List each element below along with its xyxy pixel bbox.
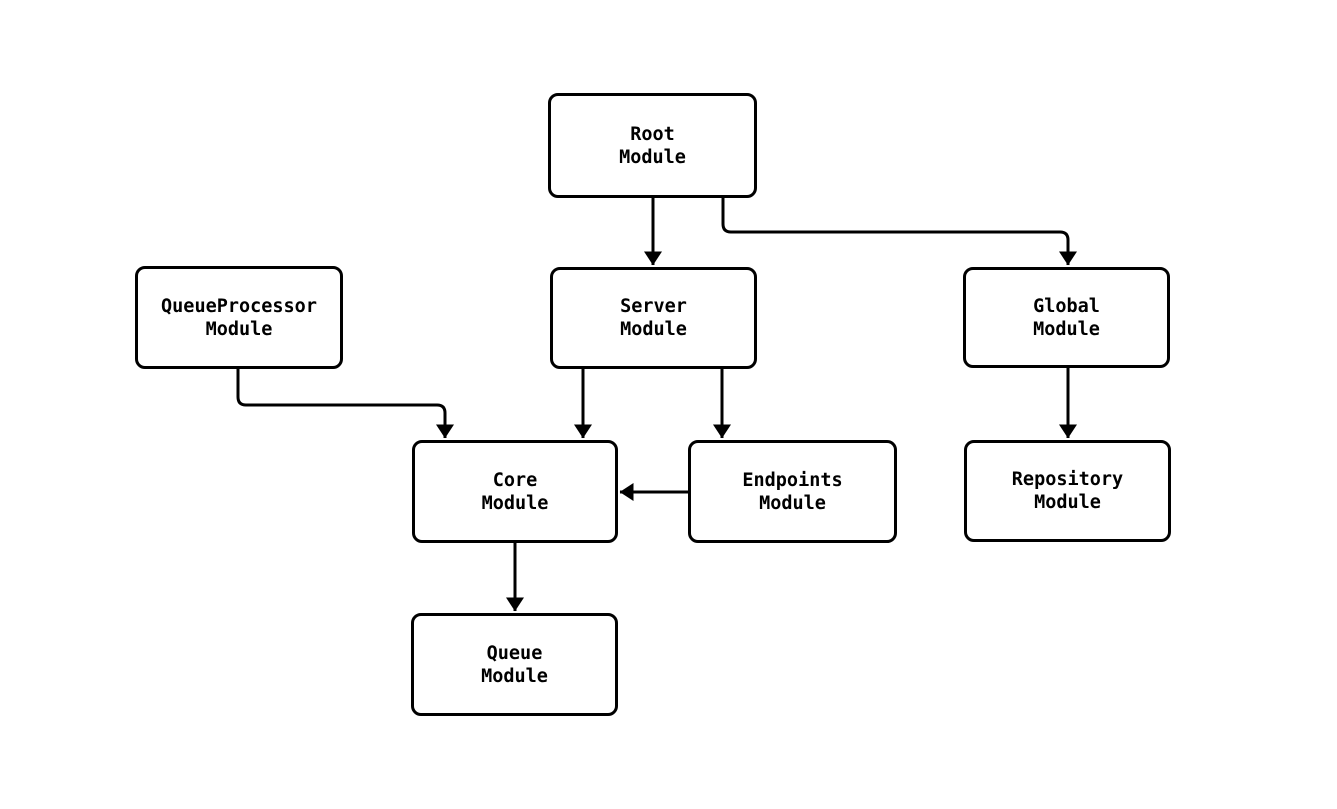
node-label-line: Module: [205, 318, 273, 340]
edge-root-to-global: [721, 198, 1077, 266]
node-label-line: QueueProcessor: [161, 295, 317, 317]
node-label-line: Queue: [486, 642, 543, 664]
node-label-line: Module: [619, 146, 686, 168]
node-label-line: Module: [1033, 318, 1100, 340]
node-label-line: Module: [481, 665, 548, 687]
node-label-line: Root: [630, 123, 675, 145]
edge-queueprocessor-to-core: [236, 369, 454, 439]
node-label-line: Global: [1033, 295, 1100, 317]
node-label-line: Server: [620, 296, 687, 317]
node-label-line: Module: [620, 319, 687, 340]
node-label-line: Module: [1034, 492, 1101, 513]
node-label-line: Module: [759, 492, 826, 514]
edge-group: [236, 198, 1077, 612]
node-label-line: Repository: [1011, 469, 1124, 490]
node-label-line: Core: [492, 469, 538, 491]
node-label-line: Module: [481, 492, 549, 514]
node-label-line: Endpoints: [742, 469, 843, 491]
